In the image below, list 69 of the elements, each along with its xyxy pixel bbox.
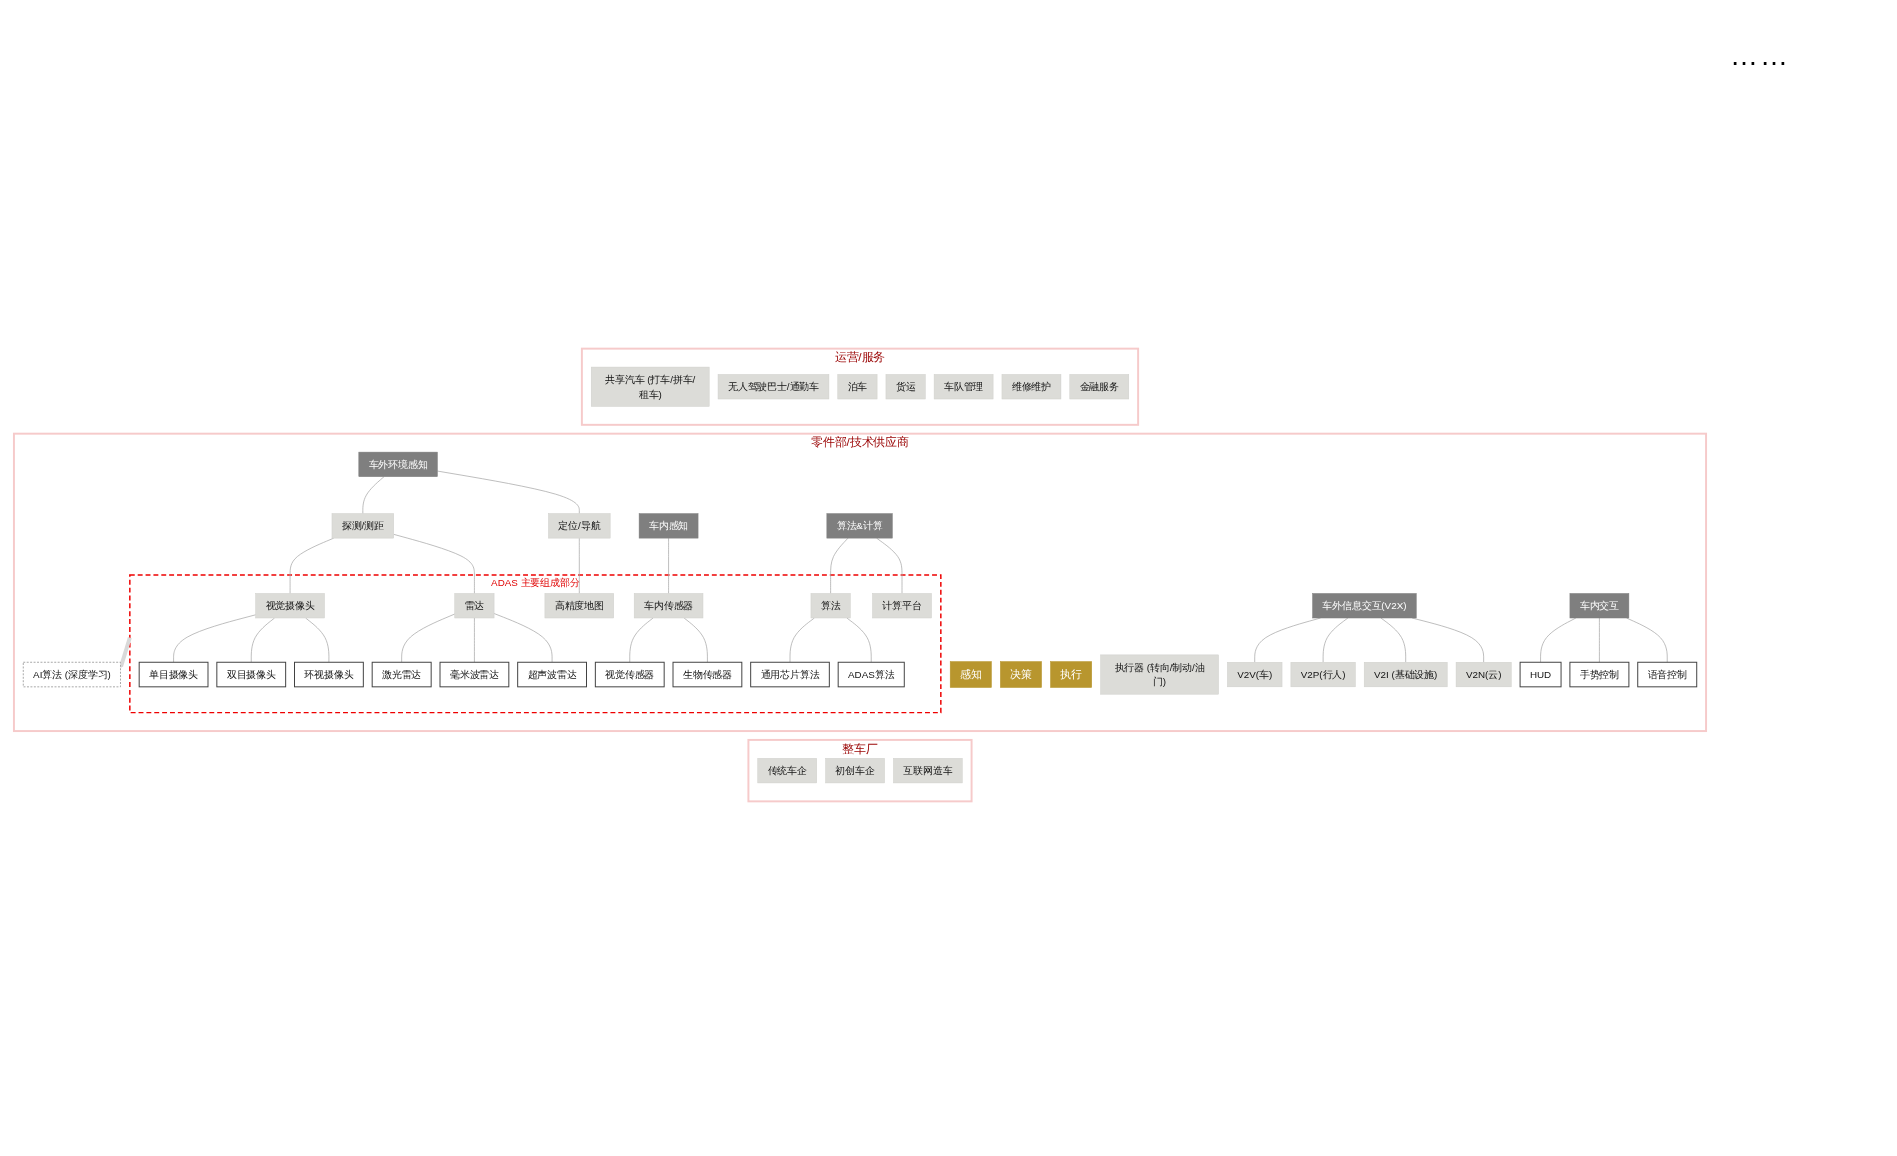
node-box: 视觉传感器 (594, 661, 665, 688)
node-box: 车内交互 (1569, 593, 1630, 619)
ellipsis-note: …… (1730, 40, 1791, 72)
connector (493, 613, 553, 663)
connector (789, 617, 815, 663)
node-box: 初创车企 (825, 758, 885, 784)
connector (846, 617, 872, 663)
node-box: 算法 (810, 593, 851, 619)
connector (437, 470, 580, 514)
connector (876, 537, 903, 594)
connector (1626, 617, 1668, 663)
node-box: 传统车企 (757, 758, 817, 784)
node-box: 单目摄像头 (138, 661, 209, 688)
node-box: 算法&计算 (826, 513, 893, 539)
node-box: 车队管理 (933, 374, 994, 400)
connector (830, 537, 849, 594)
node-box: 金融服务 (1069, 374, 1130, 400)
node-box: 车外环境感知 (358, 451, 438, 477)
node-box: 计算平台 (872, 593, 932, 619)
node-box: 视觉摄像头 (255, 593, 325, 619)
connector (578, 537, 580, 594)
node-box: V2I (基础设施) (1363, 662, 1448, 688)
node-box: 环视摄像头 (294, 661, 364, 688)
node-box: 雷达 (454, 593, 495, 619)
node-box: 执行器 (转向/制动/油门) (1100, 654, 1219, 695)
connector (173, 614, 257, 663)
connector (305, 617, 330, 663)
connector (668, 537, 669, 594)
connector (683, 617, 708, 663)
node-box: V2V(车) (1227, 662, 1283, 688)
node-box: 货运 (885, 374, 926, 400)
arrow (119, 637, 132, 669)
connector (1380, 617, 1407, 663)
node-box: 定位/导航 (548, 513, 611, 539)
node-box: 激光雷达 (371, 661, 432, 688)
node-box: 语音控制 (1637, 661, 1698, 688)
node-box: 无人驾驶巴士/通勤车 (717, 374, 830, 400)
node-box: ADAS算法 (837, 661, 905, 688)
node-box: 共享汽车 (打车/拼车/租车) (590, 366, 710, 407)
connector (250, 617, 275, 663)
node-box: 泊车 (837, 374, 878, 400)
node-box: 决策 (1000, 661, 1042, 688)
connector (393, 533, 475, 594)
connector (629, 617, 654, 663)
node-box: 探测/测距 (331, 513, 394, 539)
connector (1599, 617, 1600, 663)
node-box: V2P(行人) (1290, 662, 1356, 688)
node-box: 超声波雷达 (517, 661, 587, 688)
node-box: 维修维护 (1001, 374, 1062, 400)
node-box: AI算法 (深度学习) (22, 661, 121, 688)
node-box: 感知 (949, 661, 992, 688)
connector (1322, 617, 1349, 663)
connector (362, 476, 385, 514)
node-box: 车内传感器 (633, 593, 704, 619)
node-box: 通用芯片算法 (750, 661, 830, 688)
node-box: 互联网造车 (893, 758, 963, 784)
node-box: 手势控制 (1569, 661, 1630, 688)
node-box: 毫米波雷达 (439, 661, 510, 688)
node-box: V2N(云) (1455, 662, 1512, 688)
connector (474, 617, 475, 663)
node-box: 生物传感器 (672, 661, 743, 688)
node-box: 高精度地图 (544, 593, 614, 619)
node-box: 车外信息交互(V2X) (1312, 593, 1417, 619)
node-box: 执行 (1050, 661, 1092, 688)
connector (401, 613, 456, 663)
node-box: HUD (1519, 661, 1562, 688)
node-box: 车内感知 (638, 513, 699, 539)
connector (289, 537, 335, 594)
node-box: 双目摄像头 (216, 661, 287, 688)
